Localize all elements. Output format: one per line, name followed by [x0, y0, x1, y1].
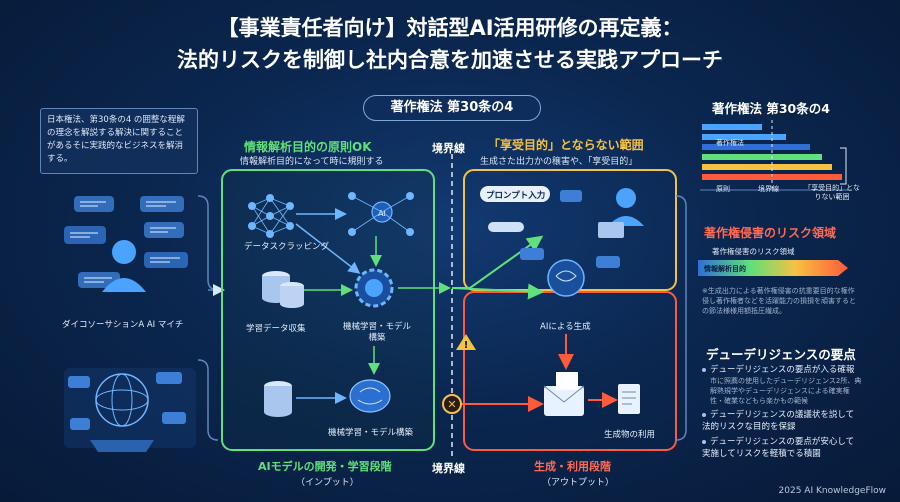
right-bracket	[675, 195, 687, 441]
blocked-icon	[442, 394, 462, 414]
svg-text:AI: AI	[378, 209, 386, 218]
svg-text:!: !	[464, 340, 469, 351]
left-brackets	[197, 195, 225, 441]
svg-text:✕: ✕	[447, 398, 456, 411]
rp-dd-title: デューデリジェンスの要点	[706, 347, 856, 362]
dd-item-2-main: デューデリジェンスの議議状を説して法的リスクな目的を保録	[702, 410, 855, 432]
dd-item-3-main: デューデリジェンスの要点が安心して実施してリスクを軽積でる積園	[702, 437, 855, 459]
green-footer-sub: （インプット）	[296, 478, 359, 488]
boundary-label-top: 境界線	[432, 142, 465, 155]
rp-title: 著作権法 第30条の4	[712, 101, 830, 116]
rp-risk-title: 著作権侵害のリスク領域	[704, 226, 837, 240]
label-collect: 学習データ収集	[246, 324, 306, 334]
label-scraping: データスクラッピング	[244, 242, 330, 252]
green-footer: AIモデルの開発・学習段階	[258, 460, 392, 473]
brain-icon	[349, 379, 391, 413]
ai-gen-label: AIによる生成	[540, 322, 591, 332]
info-box: 日本権法、第30条の4 の囲整な程解の理念を解説する解決に関することがあるそに実…	[40, 108, 198, 174]
document-icon	[618, 384, 640, 414]
warning-icon: !	[456, 334, 476, 351]
bar-chart-mini	[700, 120, 852, 192]
user-laptop-icon	[598, 188, 644, 238]
rp-axis-left: 原則	[716, 185, 730, 193]
rp-axis-right: 「享受目的」となりない範囲	[804, 184, 860, 201]
yellow-subheader: 生成さた出力かの穣害や、「享受目的」	[480, 157, 638, 167]
red-footer-sub: （アウトプット）	[542, 478, 615, 488]
green-section-box	[221, 169, 435, 451]
title-line-2: 法的リスクを制御し社内合意を加速させる実践アプローチ	[177, 48, 723, 72]
green-subheader: 情報解析目的になって時に規則する	[240, 157, 384, 167]
envelope-output-icon	[543, 372, 585, 416]
label-ml-build-2: 機械学習・モデル構築	[328, 428, 414, 438]
database-icon	[262, 271, 304, 308]
ai-globe-illustration	[64, 368, 196, 452]
rp-axis-mid: 境界線	[758, 185, 779, 193]
chat-bubbles-illustration	[64, 196, 188, 292]
database-icon-2	[264, 381, 292, 417]
neural-net-icon	[248, 194, 294, 238]
use-label: 生成物の利用	[604, 430, 656, 440]
chat-label: ダイコソーサションA AI マイチ	[62, 320, 184, 330]
chat-bubbles-small	[520, 190, 620, 268]
ai-network-icon: AI	[348, 192, 414, 236]
rp-risk-note: ※生成出力による著作権侵害の抗重要目的な権作侵し著作権者などを活躍能力の損損を頑…	[702, 287, 856, 315]
dd-item-1-main: デューデリジェンスの要点が入る確報	[710, 365, 855, 375]
ai-head-icon	[547, 259, 585, 297]
dd-item-2: デューデリジェンスの議議状を説して法的リスクな目的を保録	[702, 409, 862, 433]
rp-bar-label: 著作権法	[716, 139, 744, 147]
dd-item-3: デューデリジェンスの要点が安心して実施してリスクを軽積でる積園	[702, 436, 862, 460]
gear-brain-icon	[354, 268, 394, 308]
center-pill: 著作権法 第30条の4	[363, 95, 541, 121]
label-ml-build: 機械学習・モデル構築	[342, 322, 411, 343]
dd-item-1: デューデリジェンスの要点が入る確報 市に照薦の使用したデューデリジェンス2所、典…	[702, 364, 862, 406]
rp-dd-list: デューデリジェンスの要点が入る確報 市に照薦の使用したデューデリジェンス2所、典…	[702, 364, 862, 460]
risk-gradient-bar	[698, 260, 848, 276]
dd-item-1-sub: 市に照薦の使用したデューデリジェンス2所、典解熱規学やデューデリジェンスによる確…	[710, 377, 862, 405]
rp-risk-subtitle: 著作権侵害のリスク領域	[712, 247, 795, 256]
yellow-header: 「享受目的」とならない範囲	[488, 138, 644, 152]
prompt-label: プロンプト入力	[486, 191, 546, 201]
footer-credit: 2025 AI KnowledgeFlow	[778, 486, 886, 496]
rp-risk-bar-label: 情報解析目的	[704, 265, 746, 273]
boundary-label-bottom: 境界線	[432, 462, 465, 475]
green-header: 情報解析目的の原則OK	[244, 140, 372, 154]
title-line-1: 【事業責任者向け】対話型AI活用研修の再定義：	[217, 16, 683, 40]
prompt-input-icon	[480, 186, 550, 232]
red-section-box	[463, 291, 677, 451]
red-footer: 生成・利用段階	[534, 460, 611, 473]
